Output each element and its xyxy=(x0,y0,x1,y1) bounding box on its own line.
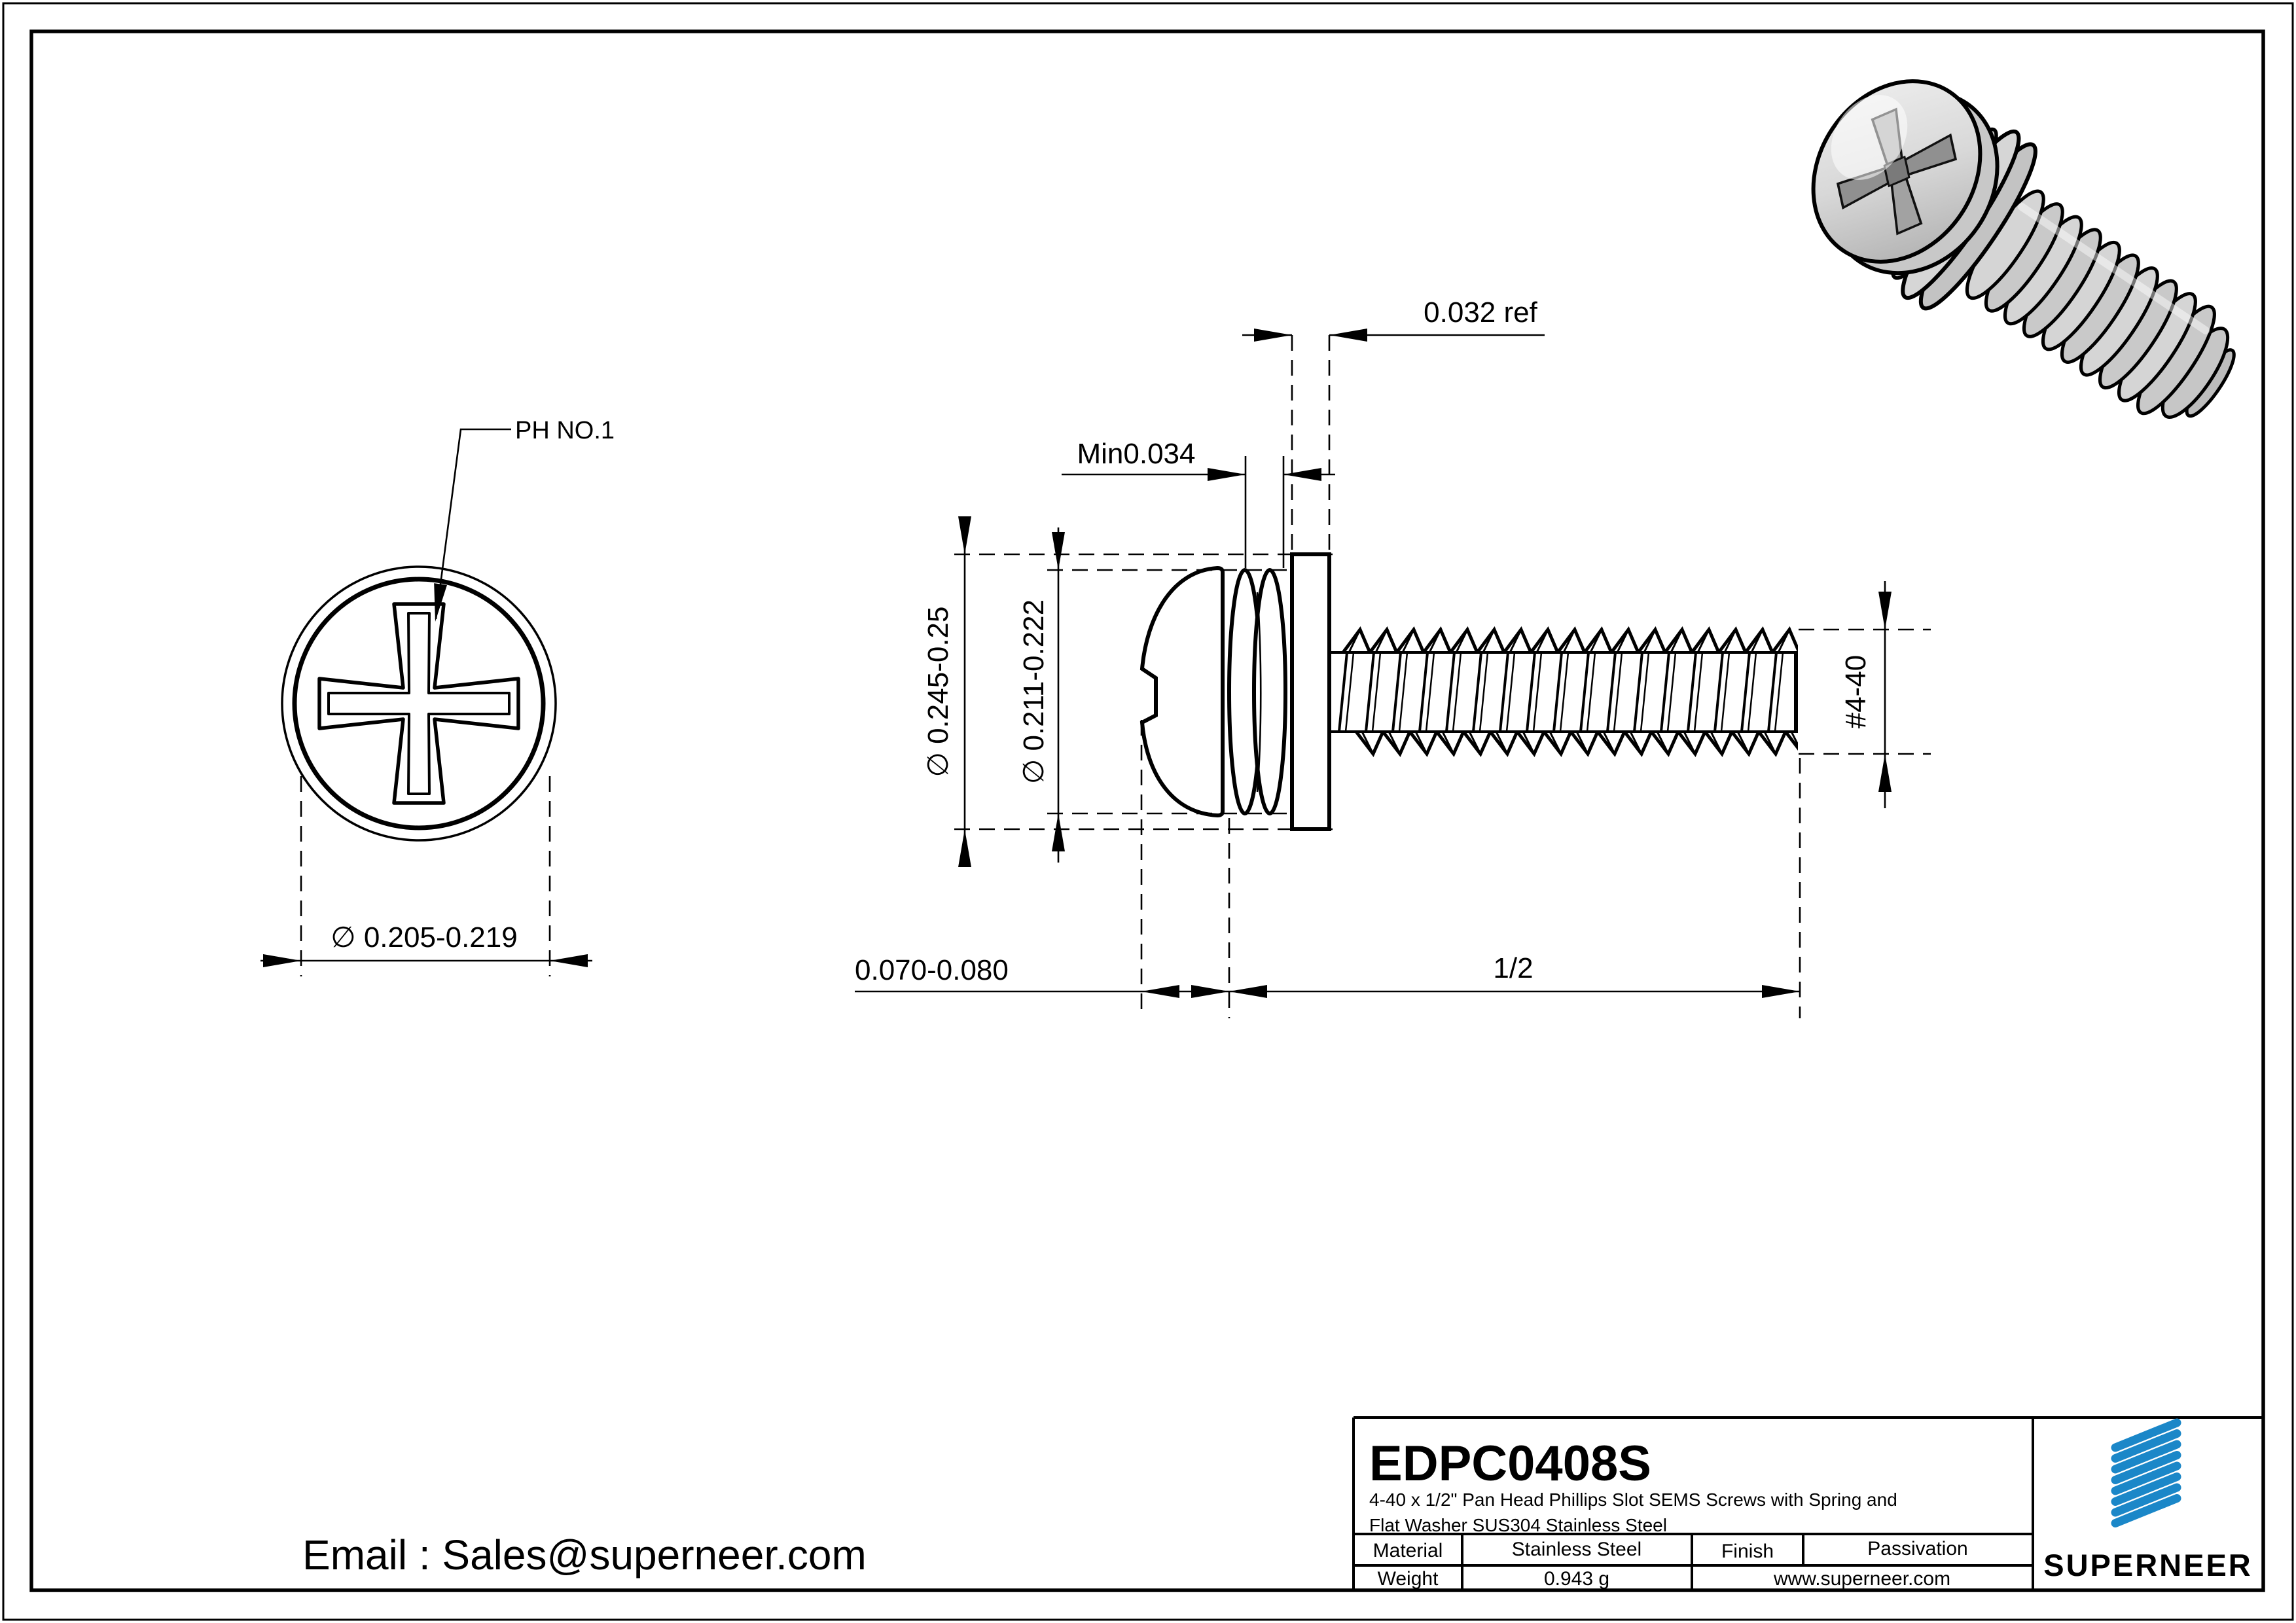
spring-od-dim: ∅ 0.211-0.222 xyxy=(1018,599,1050,784)
thread-size-dim: #4-40 xyxy=(1840,655,1872,729)
ph-leader-line xyxy=(435,428,511,620)
spring-washer-profile xyxy=(1227,568,1287,815)
washer-thickness-dim: 0.032 ref xyxy=(1424,296,1537,329)
material-value: Stainless Steel xyxy=(1512,1539,1641,1560)
finish-label: Finish xyxy=(1721,1541,1774,1562)
website-link[interactable]: www.superneer.com xyxy=(1773,1568,1950,1590)
front-view: PH NO.1 ∅ 0.205-0.219 xyxy=(260,417,615,976)
threaded-shank xyxy=(1329,626,1798,757)
finish-value: Passivation xyxy=(1867,1538,1967,1560)
head-diameter-dim: ∅ 0.205-0.219 xyxy=(331,921,517,954)
weight-value: 0.943 g xyxy=(1544,1568,1609,1590)
thread-length-dim: 1/2 xyxy=(1493,952,1533,984)
weight-label: Weight xyxy=(1378,1568,1439,1590)
head-height-dim: 0.070-0.080 xyxy=(855,954,1009,986)
side-view: 0.032 ref Min0.034 ∅ 0.245-0.25 ∅ 0.211-… xyxy=(855,296,1931,1018)
description-line2: Flat Washer SUS304 Stainless Steel xyxy=(1369,1515,1667,1535)
spring-thickness-dim: Min0.034 xyxy=(1077,438,1195,470)
contact-email: Email : Sales@superneer.com xyxy=(302,1531,867,1578)
brand-name: SUPERNEER xyxy=(2043,1548,2253,1582)
description-line1: 4-40 x 1/2" Pan Head Phillips Slot SEMS … xyxy=(1369,1489,1897,1510)
part-number: EDPC0408S xyxy=(1369,1436,1651,1491)
flat-washer-profile xyxy=(1290,552,1331,831)
title-block: EDPC0408S 4-40 x 1/2" Pan Head Phillips … xyxy=(1352,1416,2263,1590)
superneer-logo-icon xyxy=(2111,1418,2181,1527)
material-label: Material xyxy=(1373,1540,1443,1561)
washer-od-dim: ∅ 0.245-0.25 xyxy=(922,607,954,777)
phillips-size-label: PH NO.1 xyxy=(515,417,615,444)
pan-head-profile xyxy=(1139,565,1225,818)
phillips-recess-inner xyxy=(327,612,511,795)
screw-3d-render xyxy=(1811,79,2236,419)
